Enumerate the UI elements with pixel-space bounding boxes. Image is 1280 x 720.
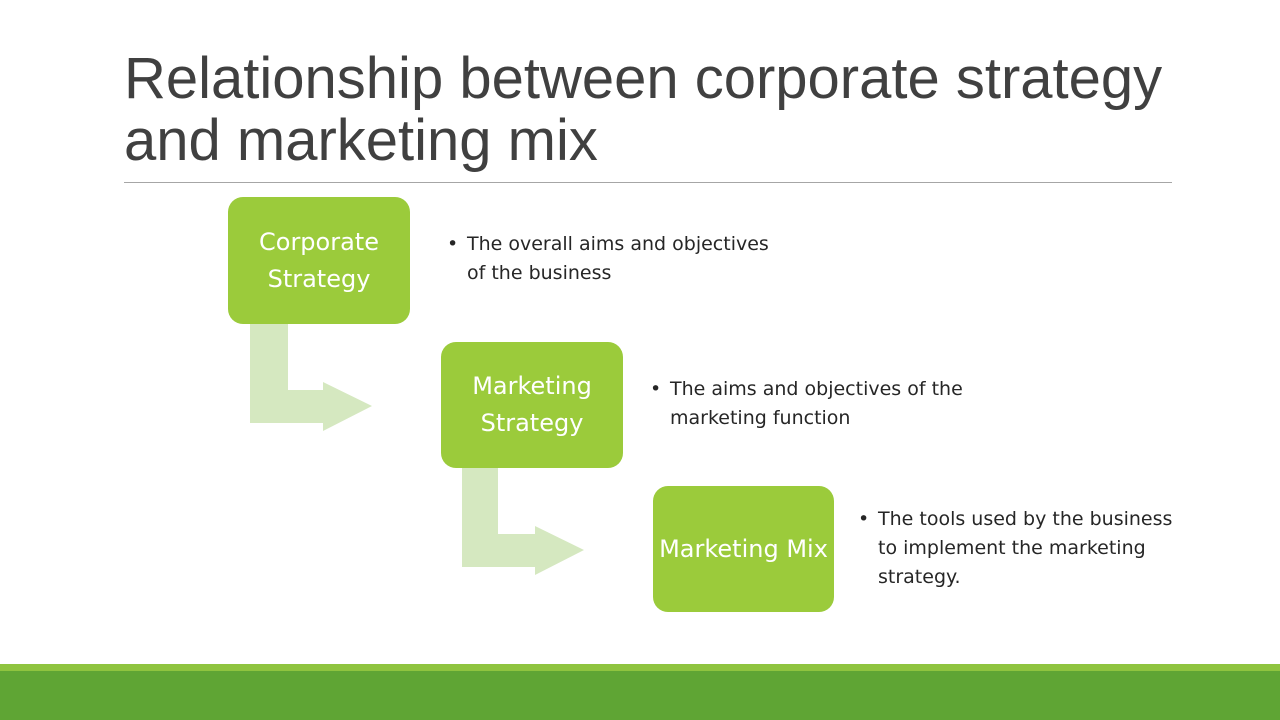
step-box-corporate-strategy: Corporate Strategy: [228, 197, 410, 324]
step-box-marketing-strategy: Marketing Strategy: [441, 342, 623, 468]
step-description-text: The tools used by the business to implem…: [878, 508, 1173, 588]
step-label: Corporate Strategy: [259, 227, 379, 293]
step-description-list: • The tools used by the business to impl…: [858, 505, 1178, 592]
bullet-glyph: •: [447, 233, 459, 255]
title-divider: [124, 182, 1172, 183]
bullet-glyph: •: [858, 508, 870, 530]
footer-band-dark: [0, 671, 1280, 720]
step-description-text: The aims and objectives of the marketing…: [670, 378, 963, 429]
step-description-list: • The overall aims and objectives of the…: [447, 230, 777, 288]
step-description-item: • The overall aims and objectives of the…: [447, 230, 777, 288]
connector-arrow-2: [462, 466, 584, 575]
slide-title: Relationship between corporate strategy …: [124, 46, 1163, 173]
footer-band-light: [0, 664, 1280, 671]
connector-arrow-1: [250, 322, 372, 431]
step-description-item: • The aims and objectives of the marketi…: [650, 375, 970, 433]
step-description-list: • The aims and objectives of the marketi…: [650, 375, 970, 433]
step-box-marketing-mix: Marketing Mix: [653, 486, 834, 612]
bullet-glyph: •: [650, 378, 662, 400]
step-description-text: The overall aims and objectives of the b…: [467, 233, 769, 284]
step-label: Marketing Strategy: [472, 372, 592, 437]
step-description-item: • The tools used by the business to impl…: [858, 505, 1178, 592]
step-label: Marketing Mix: [659, 534, 828, 563]
